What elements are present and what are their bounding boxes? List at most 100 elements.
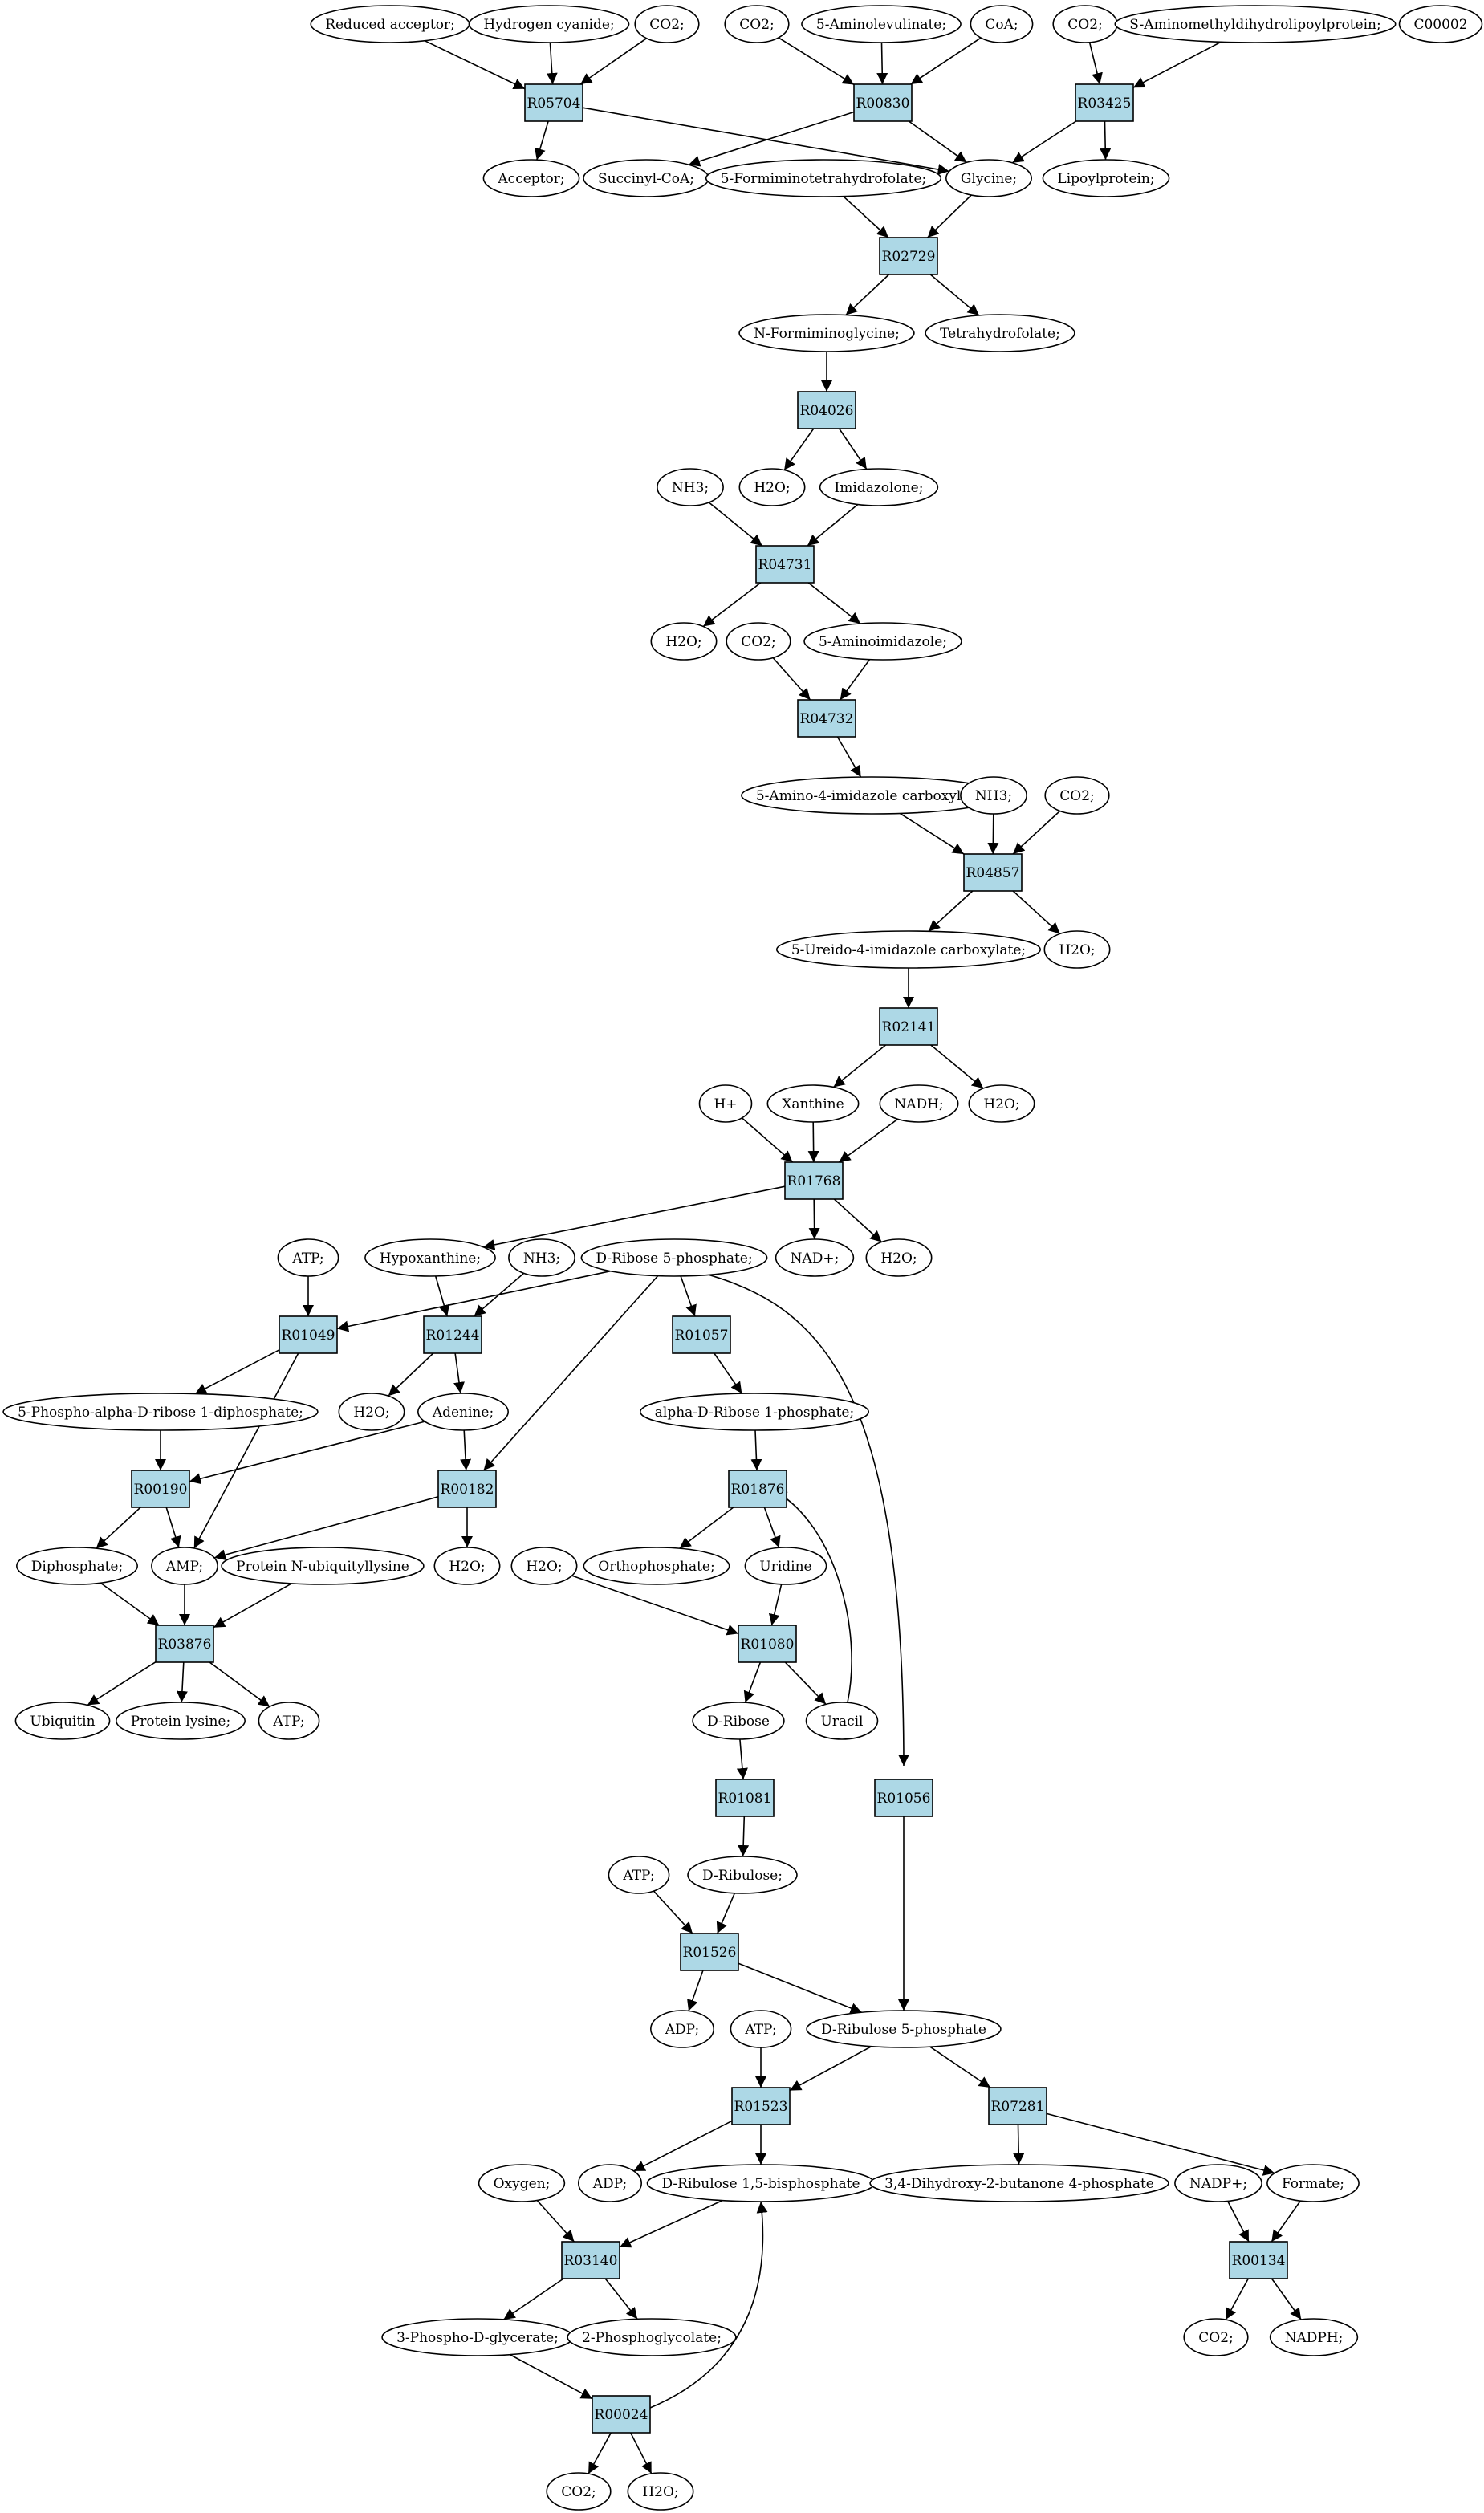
reaction-node-r01081: R01081 <box>715 1779 775 1817</box>
compound-ellipse <box>819 468 939 506</box>
compound-label: H2O; <box>983 1096 1019 1112</box>
compound-label: Glycine; <box>961 171 1017 187</box>
edge-r03140-to-c_3pg <box>503 2278 564 2320</box>
edge-c_ru5p-to-r01523 <box>789 2045 872 2092</box>
compound-ellipse <box>925 314 1075 352</box>
compound-node-c_atp_a: ATP; <box>277 1238 339 1277</box>
edge-c_oxygen-to-r03140 <box>536 2199 575 2243</box>
reaction-box <box>423 1315 482 1354</box>
reaction-box <box>797 699 856 738</box>
edge-r00024-to-c_rubp <box>649 2201 768 2409</box>
compound-node-c_diphos: Diphosphate; <box>16 1547 138 1585</box>
compound-label: AMP; <box>165 1559 203 1575</box>
compound-label: NH3; <box>975 788 1012 804</box>
compound-ellipse <box>738 468 806 506</box>
compound-node-c_h2o_d: H2O; <box>968 1084 1035 1123</box>
reaction-node-r01049: R01049 <box>279 1315 338 1354</box>
compound-label: S-Aminomethyldihydrolipoylprotein; <box>1129 17 1380 33</box>
compound-label: 3-Phospho-D-glycerate; <box>396 2330 559 2346</box>
compound-label: Lipoylprotein; <box>1057 171 1154 187</box>
reaction-label: R01081 <box>718 1791 772 1807</box>
compound-ellipse <box>738 314 915 352</box>
compound-label: Tetrahydrofolate; <box>940 326 1060 342</box>
edge-r03876-to-c_atp_b <box>209 1661 270 1707</box>
edge-r01876-to-c_orthophos <box>679 1507 734 1549</box>
reaction-label: R01056 <box>877 1791 931 1807</box>
compound-label: 5-Formiminotetrahydrofolate; <box>721 171 927 187</box>
compound-ellipse <box>627 2472 694 2511</box>
reaction-box <box>879 1007 938 1046</box>
reaction-label: R04026 <box>800 403 854 419</box>
compound-node-c_dribulose: D-Ribulose; <box>687 1856 798 1894</box>
edge-r04026-to-c_imidazolone <box>838 428 868 470</box>
reaction-node-r01768: R01768 <box>784 1161 844 1200</box>
reaction-label: R00024 <box>595 2407 648 2423</box>
edge-r03876-to-c_ubiquitin <box>87 1661 157 1706</box>
compound-node-c_nh3_a: NH3; <box>657 468 724 506</box>
compound-node-c_xanthine: Xanthine <box>766 1084 860 1123</box>
compound-label: alpha-D-Ribose 1-phosphate; <box>655 1405 854 1421</box>
compound-node-c_dribose: D-Ribose <box>692 1702 785 1740</box>
reaction-label: R01049 <box>282 1328 335 1344</box>
compound-ellipse <box>546 2472 612 2511</box>
reaction-box <box>680 1933 739 1971</box>
compound-label: ATP; <box>744 2022 776 2038</box>
edge-r00190-to-c_amp <box>165 1507 181 1548</box>
edge-c_3pg-to-r00024 <box>509 2353 593 2400</box>
edge-r03425-to-c_glycine <box>1011 120 1077 164</box>
edge-r02729-to-c_nfg <box>845 274 890 316</box>
compound-label: CO2; <box>741 634 776 650</box>
compound-node-c_pnub: Protein N-ubiquityllysine <box>221 1547 425 1585</box>
compound-ellipse <box>766 1084 860 1123</box>
edge-r04731-to-c_h2o_b <box>702 582 762 628</box>
edge-c_red_acc-to-r05704 <box>424 39 526 90</box>
compound-label: D-Ribulose 5-phosphate <box>821 2022 986 2038</box>
compound-ellipse <box>510 1547 578 1585</box>
compound-label: H2O; <box>526 1559 562 1575</box>
reaction-label: R00182 <box>441 1482 494 1498</box>
compound-label: H2O; <box>1059 942 1095 958</box>
compound-ellipse <box>803 622 962 661</box>
reaction-node-r02729: R02729 <box>879 237 938 275</box>
edge-c_xanthine-to-r01768 <box>807 1121 819 1163</box>
compound-label: 5-Aminoimidazole; <box>819 634 947 650</box>
compound-ellipse <box>583 1547 730 1585</box>
reaction-node-r01526: R01526 <box>680 1933 739 1971</box>
compound-node-c_coa: CoA; <box>970 5 1034 43</box>
reaction-node-r00134: R00134 <box>1229 2241 1288 2279</box>
compound-node-c_fthf: 5-Formiminotetrahydrofolate; <box>705 159 942 197</box>
reaction-node-r04731: R04731 <box>755 545 815 584</box>
compound-ellipse <box>805 1702 879 1740</box>
edge-c_dribose-to-r01081 <box>736 1738 748 1780</box>
compound-label: 2-Phosphoglycolate; <box>582 2330 722 2346</box>
compound-label: ATP; <box>291 1250 323 1267</box>
edge-c_nh3_b-to-r04857 <box>987 813 999 855</box>
edge-c_fthf-to-r02729 <box>843 196 889 238</box>
compound-label: 3,4-Dihydroxy-2-butanone 4-phosphate <box>884 2176 1154 2192</box>
compound-ellipse <box>744 1547 827 1585</box>
compound-ellipse <box>1044 776 1110 815</box>
compound-label: Uracil <box>821 1714 864 1730</box>
compound-node-c_hplus: H+ <box>698 1084 753 1123</box>
compound-node-c_co2_a: CO2; <box>634 5 700 43</box>
compound-node-c_r5p: D-Ribose 5-phosphate; <box>580 1238 768 1277</box>
edge-c_r5p-to-r01056 <box>689 1269 909 1767</box>
compound-label: Orthophosphate; <box>598 1559 714 1575</box>
compound-node-c_amp: AMP; <box>151 1547 218 1585</box>
compound-node-c_co2_d: CO2; <box>726 622 791 661</box>
edge-r03140-to-c_2pg <box>604 2278 638 2320</box>
reaction-label: R03140 <box>564 2253 618 2269</box>
edge-c_diphos-to-r03876 <box>100 1582 160 1626</box>
reaction-box <box>524 83 583 122</box>
compound-label: Reduced acceptor; <box>325 17 455 33</box>
compound-node-c_succoa: Succinyl-CoA; <box>583 159 709 197</box>
compound-ellipse <box>801 5 962 43</box>
compound-ellipse <box>968 1084 1035 1123</box>
compound-label: H2O; <box>665 634 701 650</box>
edge-c_r5p-to-r01049 <box>336 1270 611 1332</box>
compound-ellipse <box>1398 5 1483 43</box>
edge-c_aminoimid-to-r04732 <box>840 659 871 701</box>
edge-r00830-to-c_glycine <box>908 120 967 163</box>
compound-node-c_imidazolone: Imidazolone; <box>819 468 939 506</box>
compound-label: CO2; <box>1198 2330 1234 2346</box>
